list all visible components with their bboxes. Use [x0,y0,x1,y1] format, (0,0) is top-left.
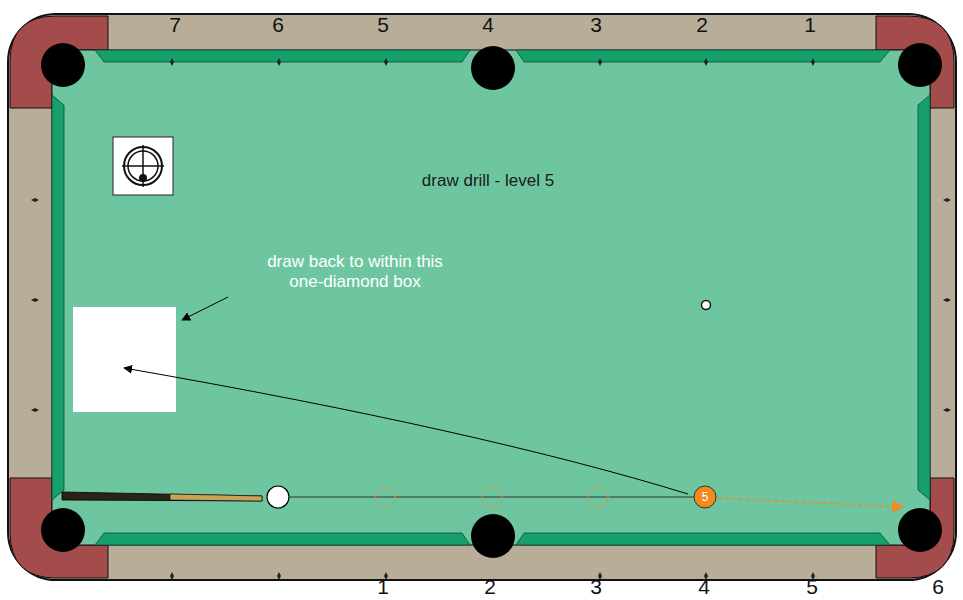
diamond-number: 5 [377,13,389,37]
drill-title: draw drill - level 5 [422,171,554,191]
object-ball-path [718,498,903,507]
target-icon [113,137,173,195]
small-ball [702,301,711,310]
diamond-number: 3 [590,575,602,599]
aim-line [290,497,694,498]
cloth [52,50,930,545]
diamond-number: 4 [698,575,710,599]
diamond-number: 7 [169,13,181,37]
corner-castings [10,16,954,578]
cue-ball [267,486,289,508]
diamond-number: 3 [590,13,602,37]
diamond-number: 1 [377,575,389,599]
table-rail [8,14,956,580]
cue-ball-path [124,368,688,494]
instruction-note: draw back to within this one-diamond box [263,252,448,291]
diamond-number: 1 [804,13,816,37]
diamond-number: 2 [696,13,708,37]
object-ball: 5 [693,485,717,509]
leader-arrow [182,297,228,320]
diamond-number: 2 [484,575,496,599]
diamond-number: 4 [482,13,494,37]
ball-number: 5 [702,490,709,504]
target-box [73,307,176,412]
cushions [52,50,930,545]
diamond-number: 6 [272,13,284,37]
diamond-number: 6 [932,575,944,599]
pockets [41,43,942,558]
diamond-number: 5 [806,575,818,599]
diamond-sights [31,58,951,580]
ghost-balls [375,487,608,507]
cue-stick [62,492,262,501]
